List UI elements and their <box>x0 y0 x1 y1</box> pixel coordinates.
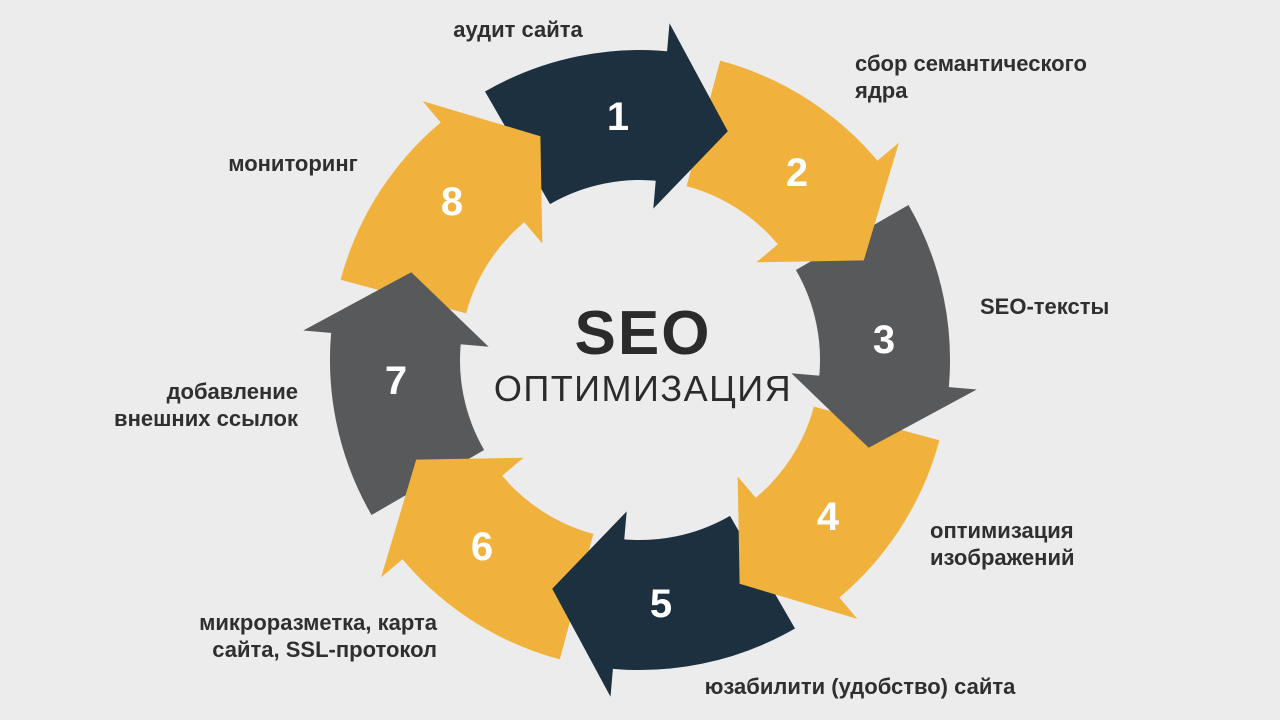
step-1-number: 1 <box>607 95 629 139</box>
step-6-arrowhead <box>381 457 524 578</box>
step-4-label: оптимизация изображений <box>930 518 1075 570</box>
step-4-number: 4 <box>817 495 840 539</box>
step-3-number: 3 <box>873 318 895 362</box>
step-6-number: 6 <box>471 525 493 569</box>
arrow-heads <box>303 23 977 697</box>
title-seo: SEO <box>574 299 712 368</box>
step-7-number: 7 <box>385 359 407 403</box>
diagram-title: SEO ОПТИМИЗАЦИЯ <box>443 303 843 407</box>
title-optimization: ОПТИМИЗАЦИЯ <box>493 368 793 409</box>
step-1-label: аудит сайта <box>453 17 583 42</box>
step-7-arrowhead <box>303 272 489 347</box>
step-5-number: 5 <box>650 582 672 626</box>
step-5-arrowhead <box>552 511 627 697</box>
step-7-label: добавление внешних ссылок <box>114 379 298 431</box>
step-8-label: мониторинг <box>228 151 358 176</box>
step-2-arrowhead <box>756 142 899 263</box>
step-2-number: 2 <box>786 151 808 195</box>
step-1-arrowhead <box>653 23 728 209</box>
step-2-label: сбор семантического ядра <box>855 51 1087 103</box>
step-3-arrowhead <box>791 373 977 448</box>
step-4-arrowhead <box>737 476 858 619</box>
step-5-label: юзабилити (удобство) сайта <box>704 674 1016 699</box>
step-8-arrowhead <box>422 101 543 244</box>
step-numbers: 1 2 3 4 5 6 7 8 <box>385 95 895 626</box>
step-6-label: микроразметка, карта сайта, SSL-протокол <box>199 610 437 662</box>
step-8-number: 8 <box>441 180 463 224</box>
step-3-label: SEO-тексты <box>980 294 1110 319</box>
